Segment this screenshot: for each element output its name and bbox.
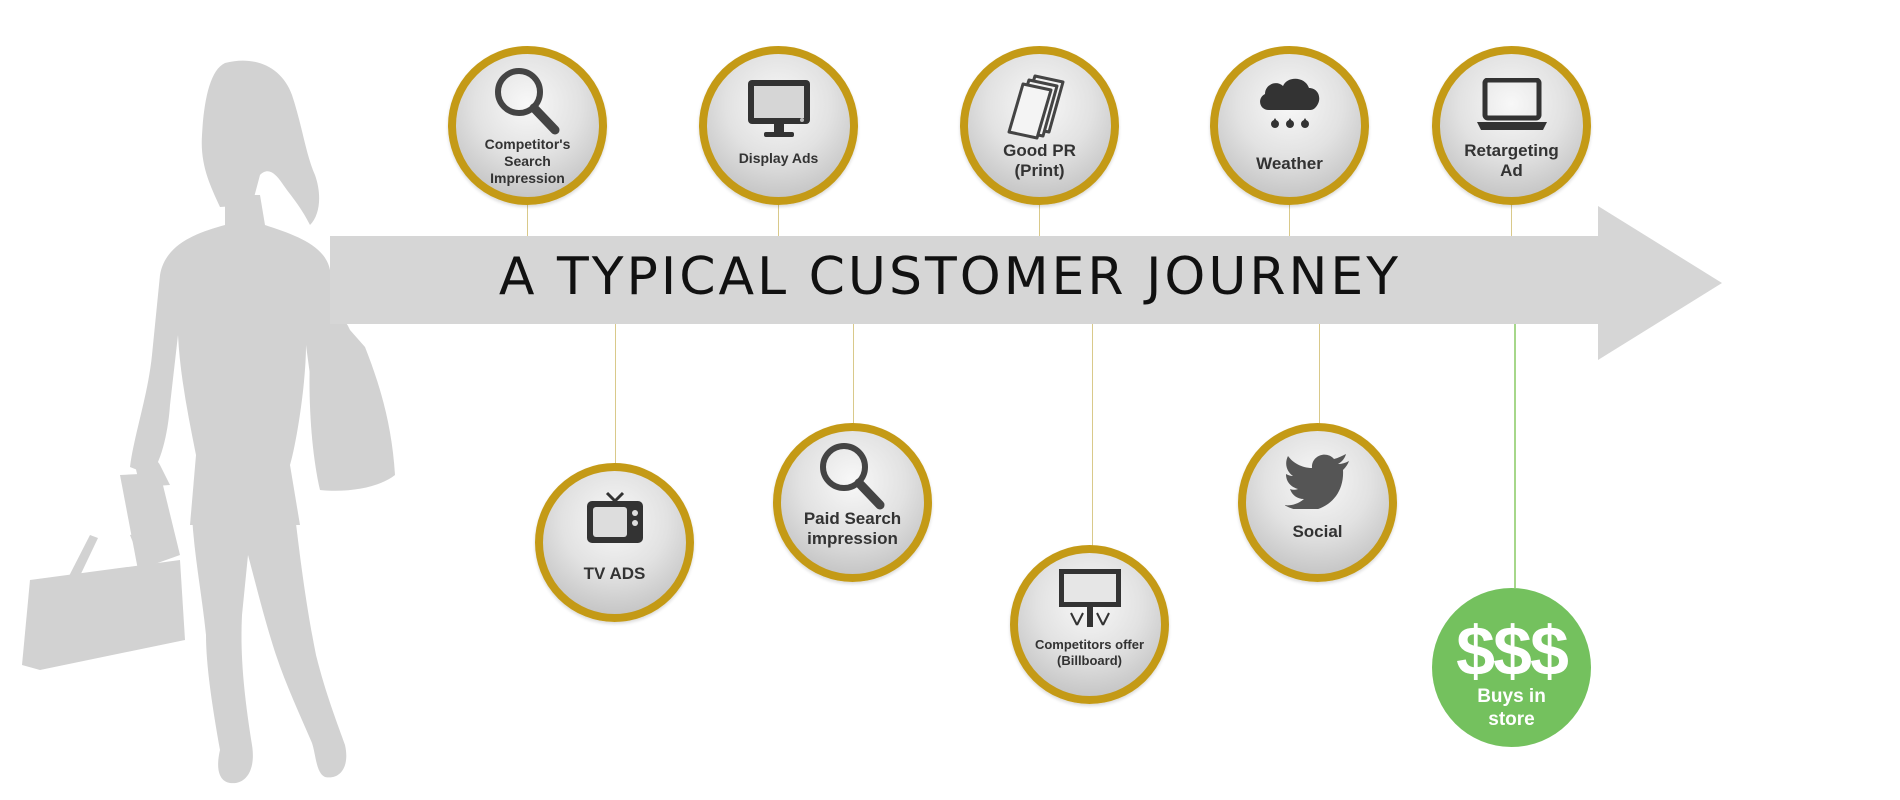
connector-line bbox=[1092, 324, 1093, 546]
touchpoint-label: Display Ads bbox=[738, 150, 819, 166]
touchpoint-label: Competitors offer (Billboard) bbox=[1034, 637, 1145, 668]
billboard-icon bbox=[1018, 567, 1161, 634]
touchpoint-label: Retargeting Ad bbox=[1464, 141, 1559, 181]
touchpoint-label: TV ADS bbox=[583, 564, 646, 583]
touchpoint-label: Competitor's Search Impression bbox=[484, 136, 571, 186]
touchpoint-competitors-search: Competitor's Search Impression bbox=[448, 46, 607, 205]
connector-line bbox=[853, 324, 854, 424]
print-papers-icon bbox=[968, 72, 1111, 145]
television-icon bbox=[543, 489, 686, 552]
touchpoint-label: Weather bbox=[1256, 154, 1323, 173]
touchpoint-good-pr: Good PR (Print) bbox=[960, 46, 1119, 205]
touchpoint-display-ads: Display Ads bbox=[699, 46, 858, 205]
touchpoint-tv-ads: TV ADS bbox=[535, 463, 694, 622]
connector-line bbox=[1319, 324, 1320, 424]
diagram-title: A TYPICAL CUSTOMER JOURNEY bbox=[498, 247, 1402, 307]
purchase-outcome: $$$ Buys in store bbox=[1432, 588, 1591, 747]
magnifier-icon bbox=[456, 66, 599, 143]
touchpoint-competitors-billboard: Competitors offer (Billboard) bbox=[1010, 545, 1169, 704]
connector-line bbox=[778, 200, 779, 236]
connector-line bbox=[1514, 324, 1516, 588]
magnifier-icon bbox=[781, 441, 924, 518]
touchpoint-label: Social bbox=[1292, 522, 1343, 541]
touchpoint-social: Social bbox=[1238, 423, 1397, 582]
touchpoint-weather: Weather bbox=[1210, 46, 1369, 205]
connector-line bbox=[1511, 200, 1512, 236]
connector-line bbox=[527, 200, 528, 236]
shopper-silhouette-icon bbox=[22, 60, 395, 784]
touchpoint-label: Paid Search impression bbox=[803, 509, 902, 549]
purchase-label: Buys in store bbox=[1477, 686, 1546, 730]
rain-cloud-icon bbox=[1218, 72, 1361, 141]
monitor-icon bbox=[707, 78, 850, 145]
touchpoint-label: Good PR (Print) bbox=[1003, 141, 1076, 181]
touchpoint-retargeting-ad: Retargeting Ad bbox=[1432, 46, 1591, 205]
laptop-icon bbox=[1440, 78, 1583, 137]
dollar-signs-icon: $$$ bbox=[1456, 612, 1569, 690]
connector-line bbox=[1289, 200, 1290, 236]
twitter-bird-icon bbox=[1246, 453, 1389, 514]
connector-line bbox=[615, 324, 616, 464]
touchpoint-paid-search: Paid Search impression bbox=[773, 423, 932, 582]
connector-line bbox=[1039, 200, 1040, 236]
